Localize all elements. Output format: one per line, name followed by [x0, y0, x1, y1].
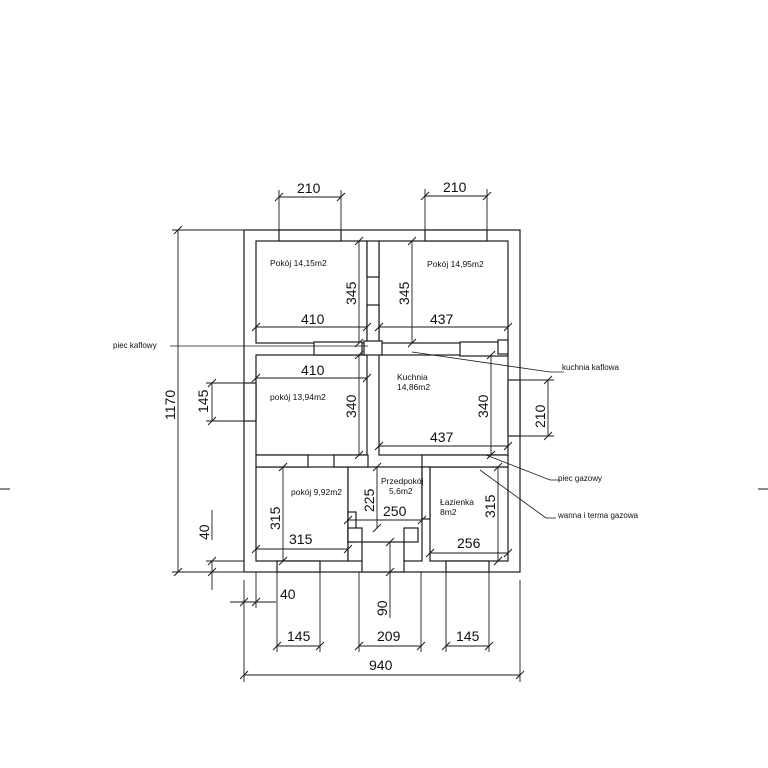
dim-bath-width: 256 — [457, 535, 481, 551]
dim-window-top-left: 210 — [297, 180, 321, 196]
hall-wall-right — [421, 454, 509, 468]
label-pokoj-1: Pokój 14,15m2 — [270, 258, 327, 268]
dim-overall-height: 1170 — [162, 390, 178, 420]
room-pokoj-small — [255, 466, 349, 562]
entry-opening — [361, 541, 405, 573]
dim-hall-height: 225 — [361, 488, 377, 512]
note-piec-gazowy: piec gazowy — [558, 474, 602, 483]
door-gap-wall — [313, 341, 363, 356]
label-lazienka: Łazienka — [440, 497, 474, 507]
chimney-top — [366, 240, 380, 278]
dim-room1-width: 410 — [301, 311, 325, 327]
stove-block — [363, 340, 383, 356]
dim-small-room-height: 315 — [267, 506, 283, 530]
chimney-mid — [366, 304, 380, 344]
entry-wall-left — [347, 527, 363, 543]
dim-window-top-right: 210 — [443, 179, 467, 195]
entry-wall-right — [403, 527, 419, 543]
dim-bottom-door: 209 — [377, 628, 401, 644]
dim-kitchen-height: 340 — [475, 394, 491, 418]
dim-left-wall-40-h: 40 — [280, 586, 296, 602]
dim-bottom-window-right: 145 — [456, 628, 480, 644]
dim-bottom-window-left: 145 — [287, 628, 311, 644]
label-kuchnia-area: 14,86m2 — [397, 382, 430, 392]
dim-bath-height: 315 — [482, 494, 498, 518]
label-lazienka-area: 8m2 — [440, 507, 457, 517]
window-bottom-left — [276, 560, 321, 573]
dim-kitchen-width: 437 — [430, 429, 454, 445]
note-piec-kaflowy: piec kaflowy — [113, 341, 157, 350]
dim-small-room-width: 315 — [289, 531, 313, 547]
label-pokoj-2: Pokój 14,95m2 — [427, 259, 484, 269]
left-window-145 — [243, 382, 257, 422]
dim-room3-height: 340 — [343, 394, 359, 418]
label-pokoj-small: pokój 9,92m2 — [291, 487, 342, 497]
window-top-right — [424, 229, 488, 242]
dim-left-wall-40-v: 40 — [196, 524, 212, 540]
label-przedpokoj-area: 5,6m2 — [389, 486, 413, 496]
chimney-right — [497, 339, 509, 355]
note-wanna-terma: wanna i terma gazowa — [557, 511, 639, 520]
dim-room2-width: 437 — [430, 311, 454, 327]
bath-partition — [421, 466, 431, 520]
dim-right-window: 210 — [532, 404, 548, 428]
label-pokoj-3: pokój 13,94m2 — [270, 392, 326, 402]
dim-hall-width: 250 — [383, 503, 407, 519]
dim-left-window: 145 — [195, 389, 211, 413]
dim-room1-height: 345 — [343, 281, 359, 305]
note-kuchnia-kaflowa: kuchnia kaflowa — [562, 363, 619, 372]
hall-wall-mid — [333, 454, 369, 468]
window-bottom-right — [445, 560, 490, 573]
hall-wall-left — [255, 454, 309, 468]
dim-room3-width: 410 — [301, 362, 325, 378]
dim-overall-width: 940 — [369, 657, 393, 673]
dim-room2-height: 345 — [396, 281, 412, 305]
window-top-left — [278, 229, 342, 242]
label-kuchnia: Kuchnia — [397, 372, 428, 382]
label-przedpokoj: Przedpokój — [381, 476, 424, 486]
dim-bottom-90: 90 — [374, 600, 390, 616]
room-pokoj-2 — [378, 240, 509, 344]
right-kitchen-window — [507, 379, 521, 437]
